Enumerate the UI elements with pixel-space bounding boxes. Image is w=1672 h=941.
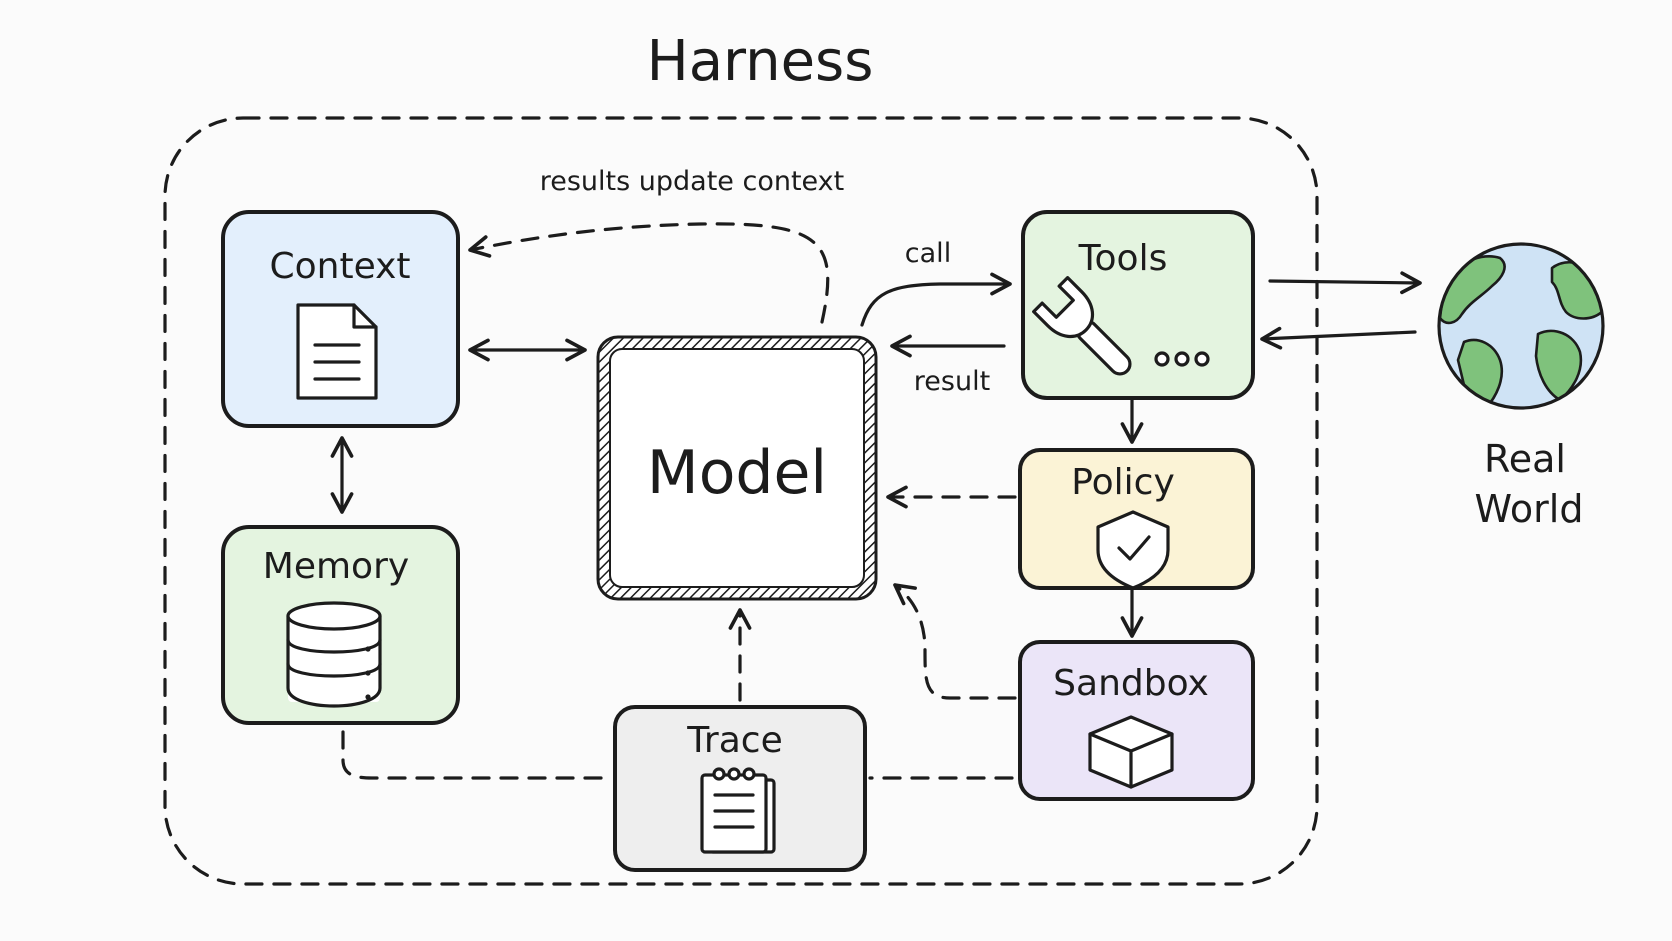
memory-label: Memory [263, 546, 409, 587]
real-world-node[interactable]: Real World [1437, 242, 1605, 531]
model-label: Model [647, 438, 827, 508]
tools-label: Tools [1078, 238, 1168, 279]
memory-trace-link [341, 730, 614, 780]
tools-node[interactable]: Tools [1021, 210, 1255, 400]
policy-label: Policy [1071, 462, 1175, 503]
wrench-icon [1032, 276, 1132, 376]
sandbox-label: Sandbox [1053, 663, 1209, 704]
tools-to-world-arrow [1268, 271, 1422, 295]
context-label: Context [269, 246, 410, 287]
ellipsis-icon [1154, 351, 1210, 367]
real-world-label-line2: World [1475, 487, 1584, 531]
globe-icon [1437, 242, 1605, 410]
database-icon [286, 601, 382, 708]
world-to-tools-arrow [1260, 326, 1417, 350]
model-node[interactable]: Model [596, 335, 878, 601]
call-arrow [860, 272, 1012, 327]
diagram-title: Harness [647, 29, 874, 94]
results-update-context-arrow [468, 222, 830, 324]
trace-node[interactable]: Trace [613, 705, 867, 872]
policy-node[interactable]: Policy [1018, 448, 1255, 590]
real-world-label-line1: Real [1484, 437, 1566, 481]
context-node[interactable]: Context [221, 210, 460, 428]
result-label: result [914, 366, 990, 397]
shield-check-icon [1096, 510, 1170, 590]
cube-icon [1088, 715, 1174, 789]
sandbox-model-arrow [893, 583, 1017, 700]
document-icon [296, 303, 378, 400]
results-update-context-label: results update context [540, 166, 845, 197]
sandbox-node[interactable]: Sandbox [1018, 640, 1255, 801]
call-label: call [905, 238, 951, 269]
notepad-icon [700, 767, 776, 854]
memory-node[interactable]: Memory [221, 525, 460, 725]
trace-label: Trace [686, 720, 783, 761]
